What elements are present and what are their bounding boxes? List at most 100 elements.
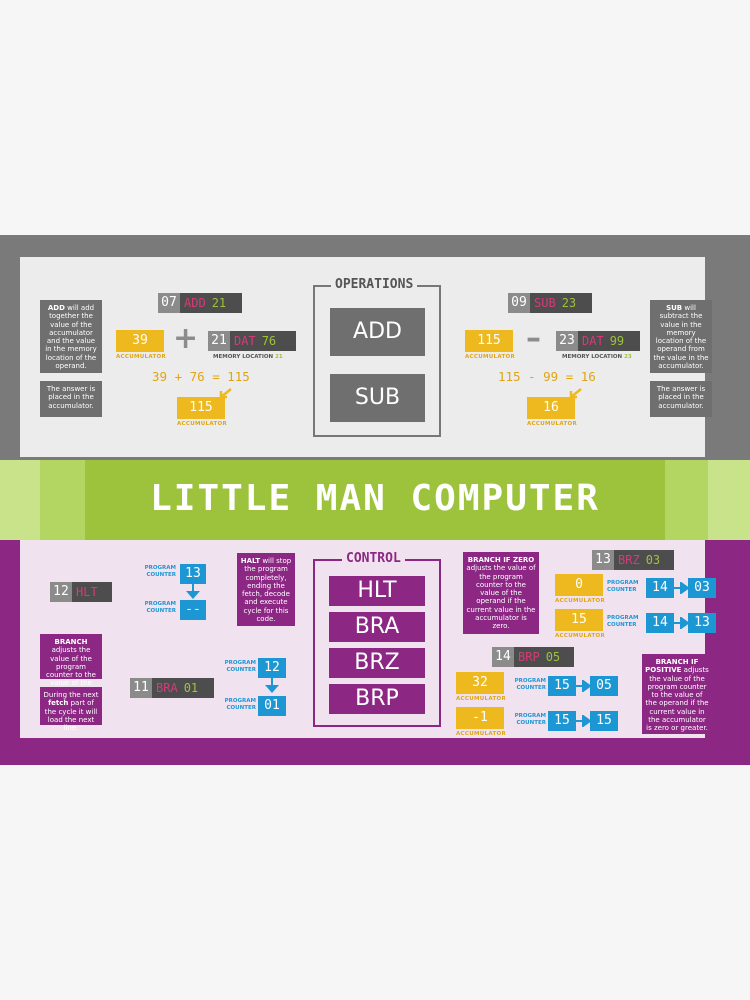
instruction-operand: 23 (561, 296, 577, 310)
instruction-line-number: 11 (130, 678, 152, 698)
brp-acc-negative: -1 (456, 707, 504, 729)
sub-memory-cell: 23 DAT 99 (556, 331, 640, 351)
instruction-operand: 21 (211, 296, 227, 310)
hlt-note-keyword: HALT (240, 557, 261, 565)
brp-note: BRANCH IF POSITIVE adjusts the value of … (642, 654, 712, 734)
instruction-line-number: 09 (508, 293, 530, 313)
instruction-mnemonic: ADD (184, 296, 206, 310)
hlt-pc-label-after: PROGRAM COUNTER (144, 601, 176, 614)
sub-accumulator-value: 115 (465, 330, 513, 352)
brz-pc-from: 14 (646, 578, 674, 598)
instruction-line-number: 12 (50, 582, 72, 602)
hlt-instruction: 12 HLT (50, 582, 112, 602)
brz-acc-zero: 0 (555, 574, 603, 596)
brz-acc-label: ACCUMULATOR (555, 633, 606, 639)
hlt-arrowhead-icon (186, 591, 200, 599)
bra-pc-after: 01 (258, 696, 286, 716)
brp-control-button[interactable]: BRP (329, 684, 425, 714)
brp-note-text: adjusts the value of the program counter… (645, 666, 709, 733)
brz-pc-from: 14 (646, 613, 674, 633)
operations-heading: OPERATIONS (331, 277, 418, 292)
hlt-control-button[interactable]: HLT (329, 576, 425, 606)
instruction-line-number: 13 (592, 550, 614, 570)
bra-control-button[interactable]: BRA (329, 612, 425, 642)
hlt-pc-label-before: PROGRAM COUNTER (144, 565, 176, 578)
bra-pc-before: 12 (258, 658, 286, 678)
sub-instruction: 09 SUB 23 (508, 293, 592, 313)
page-title: LITTLE MAN COMPUTER (150, 478, 600, 519)
add-op-button[interactable]: ADD (330, 308, 425, 356)
instruction-operand: 03 (645, 553, 661, 567)
hlt-pc-after: -- (180, 600, 206, 620)
memory-mnemonic: DAT (582, 334, 604, 348)
bra-instruction: 11 BRA 01 (130, 678, 214, 698)
sub-result-label: ACCUMULATOR (527, 421, 578, 427)
right-arrow-icon (575, 715, 591, 727)
title-banner (0, 460, 750, 540)
brp-acc-label: ACCUMULATOR (456, 696, 507, 702)
brp-pc-label: PROGRAM COUNTER (514, 678, 546, 691)
memory-address: 23 (556, 331, 578, 351)
right-arrow-icon (575, 680, 591, 692)
hlt-note-text: will stop the program completely, ending… (242, 557, 292, 624)
add-result-arrow-icon (219, 388, 232, 399)
brz-pc-label: PROGRAM COUNTER (607, 615, 639, 628)
right-arrow-icon (673, 582, 689, 594)
bra-note-keyword: BRANCH (54, 638, 88, 646)
brz-note: BRANCH IF ZERO adjusts the value of the … (463, 552, 539, 634)
add-result-value: 115 (177, 397, 225, 419)
add-equation: 39 + 76 = 115 (152, 369, 250, 384)
sub-op-button[interactable]: SUB (330, 374, 425, 422)
brz-acc-nonzero: 15 (555, 609, 603, 631)
sub-note-keyword: SUB (666, 304, 683, 312)
instruction-operand: 05 (545, 650, 561, 664)
brp-acc-positive: 32 (456, 672, 504, 694)
bra-pc-label-after: PROGRAM COUNTER (224, 698, 256, 711)
memory-mnemonic: DAT (234, 334, 256, 348)
instruction-mnemonic: HLT (76, 585, 98, 599)
add-note-text: will add together the value of the accum… (45, 304, 97, 371)
add-accumulator-value: 39 (116, 330, 164, 352)
brp-pc-label: PROGRAM COUNTER (514, 713, 546, 726)
add-note-keyword: ADD (47, 304, 65, 312)
instruction-mnemonic: BRP (518, 650, 540, 664)
sub-memory-label: MEMORY LOCATION 23 (562, 354, 632, 360)
memory-value: 76 (261, 334, 277, 348)
instruction-mnemonic: BRZ (618, 553, 640, 567)
add-note-answer: The answer is placed in the accumulator. (40, 381, 102, 417)
add-memory-cell: 21 DAT 76 (208, 331, 296, 351)
brp-note-keyword: BRANCH IF POSITIVE (645, 658, 699, 675)
sub-equation: 115 - 99 = 16 (498, 369, 596, 384)
brz-acc-label: ACCUMULATOR (555, 598, 606, 604)
brp-pc-to: 05 (590, 676, 618, 696)
add-memory-label: MEMORY LOCATION 21 (213, 354, 283, 360)
plus-sign: + (173, 321, 199, 356)
bra-note-fetch: During the next fetch part of the cycle … (40, 687, 102, 732)
instruction-mnemonic: BRA (156, 681, 178, 695)
instruction-line-number: 07 (158, 293, 180, 313)
memory-address: 21 (208, 331, 230, 351)
brz-instruction: 13 BRZ 03 (592, 550, 674, 570)
right-arrow-icon (673, 617, 689, 629)
brz-pc-to: 13 (688, 613, 716, 633)
sub-note-answer: The answer is placed in the accumulator. (650, 381, 712, 417)
bra-down-arrow-icon (271, 678, 273, 688)
brz-note-keyword: BRANCH IF ZERO (467, 556, 535, 564)
instruction-line-number: 14 (492, 647, 514, 667)
brz-control-button[interactable]: BRZ (329, 648, 425, 678)
memory-value: 99 (609, 334, 625, 348)
sub-note-text: will subtract the value in the memory lo… (653, 304, 709, 371)
brp-pc-from: 15 (548, 676, 576, 696)
add-note: ADD will add together the value of the a… (40, 300, 102, 373)
instruction-operand: 01 (183, 681, 199, 695)
sub-result-arrow-icon (569, 388, 582, 399)
instruction-mnemonic: SUB (534, 296, 556, 310)
brz-note-text: adjusts the value of the program counter… (466, 564, 536, 631)
bra-note: BRANCH adjusts the value of the program … (40, 634, 102, 696)
brz-pc-to: 03 (688, 578, 716, 598)
hlt-pc-before: 13 (180, 564, 206, 584)
control-heading: CONTROL (342, 551, 405, 566)
brp-pc-to: 15 (590, 711, 618, 731)
add-result-label: ACCUMULATOR (177, 421, 228, 427)
brz-pc-label: PROGRAM COUNTER (607, 580, 639, 593)
